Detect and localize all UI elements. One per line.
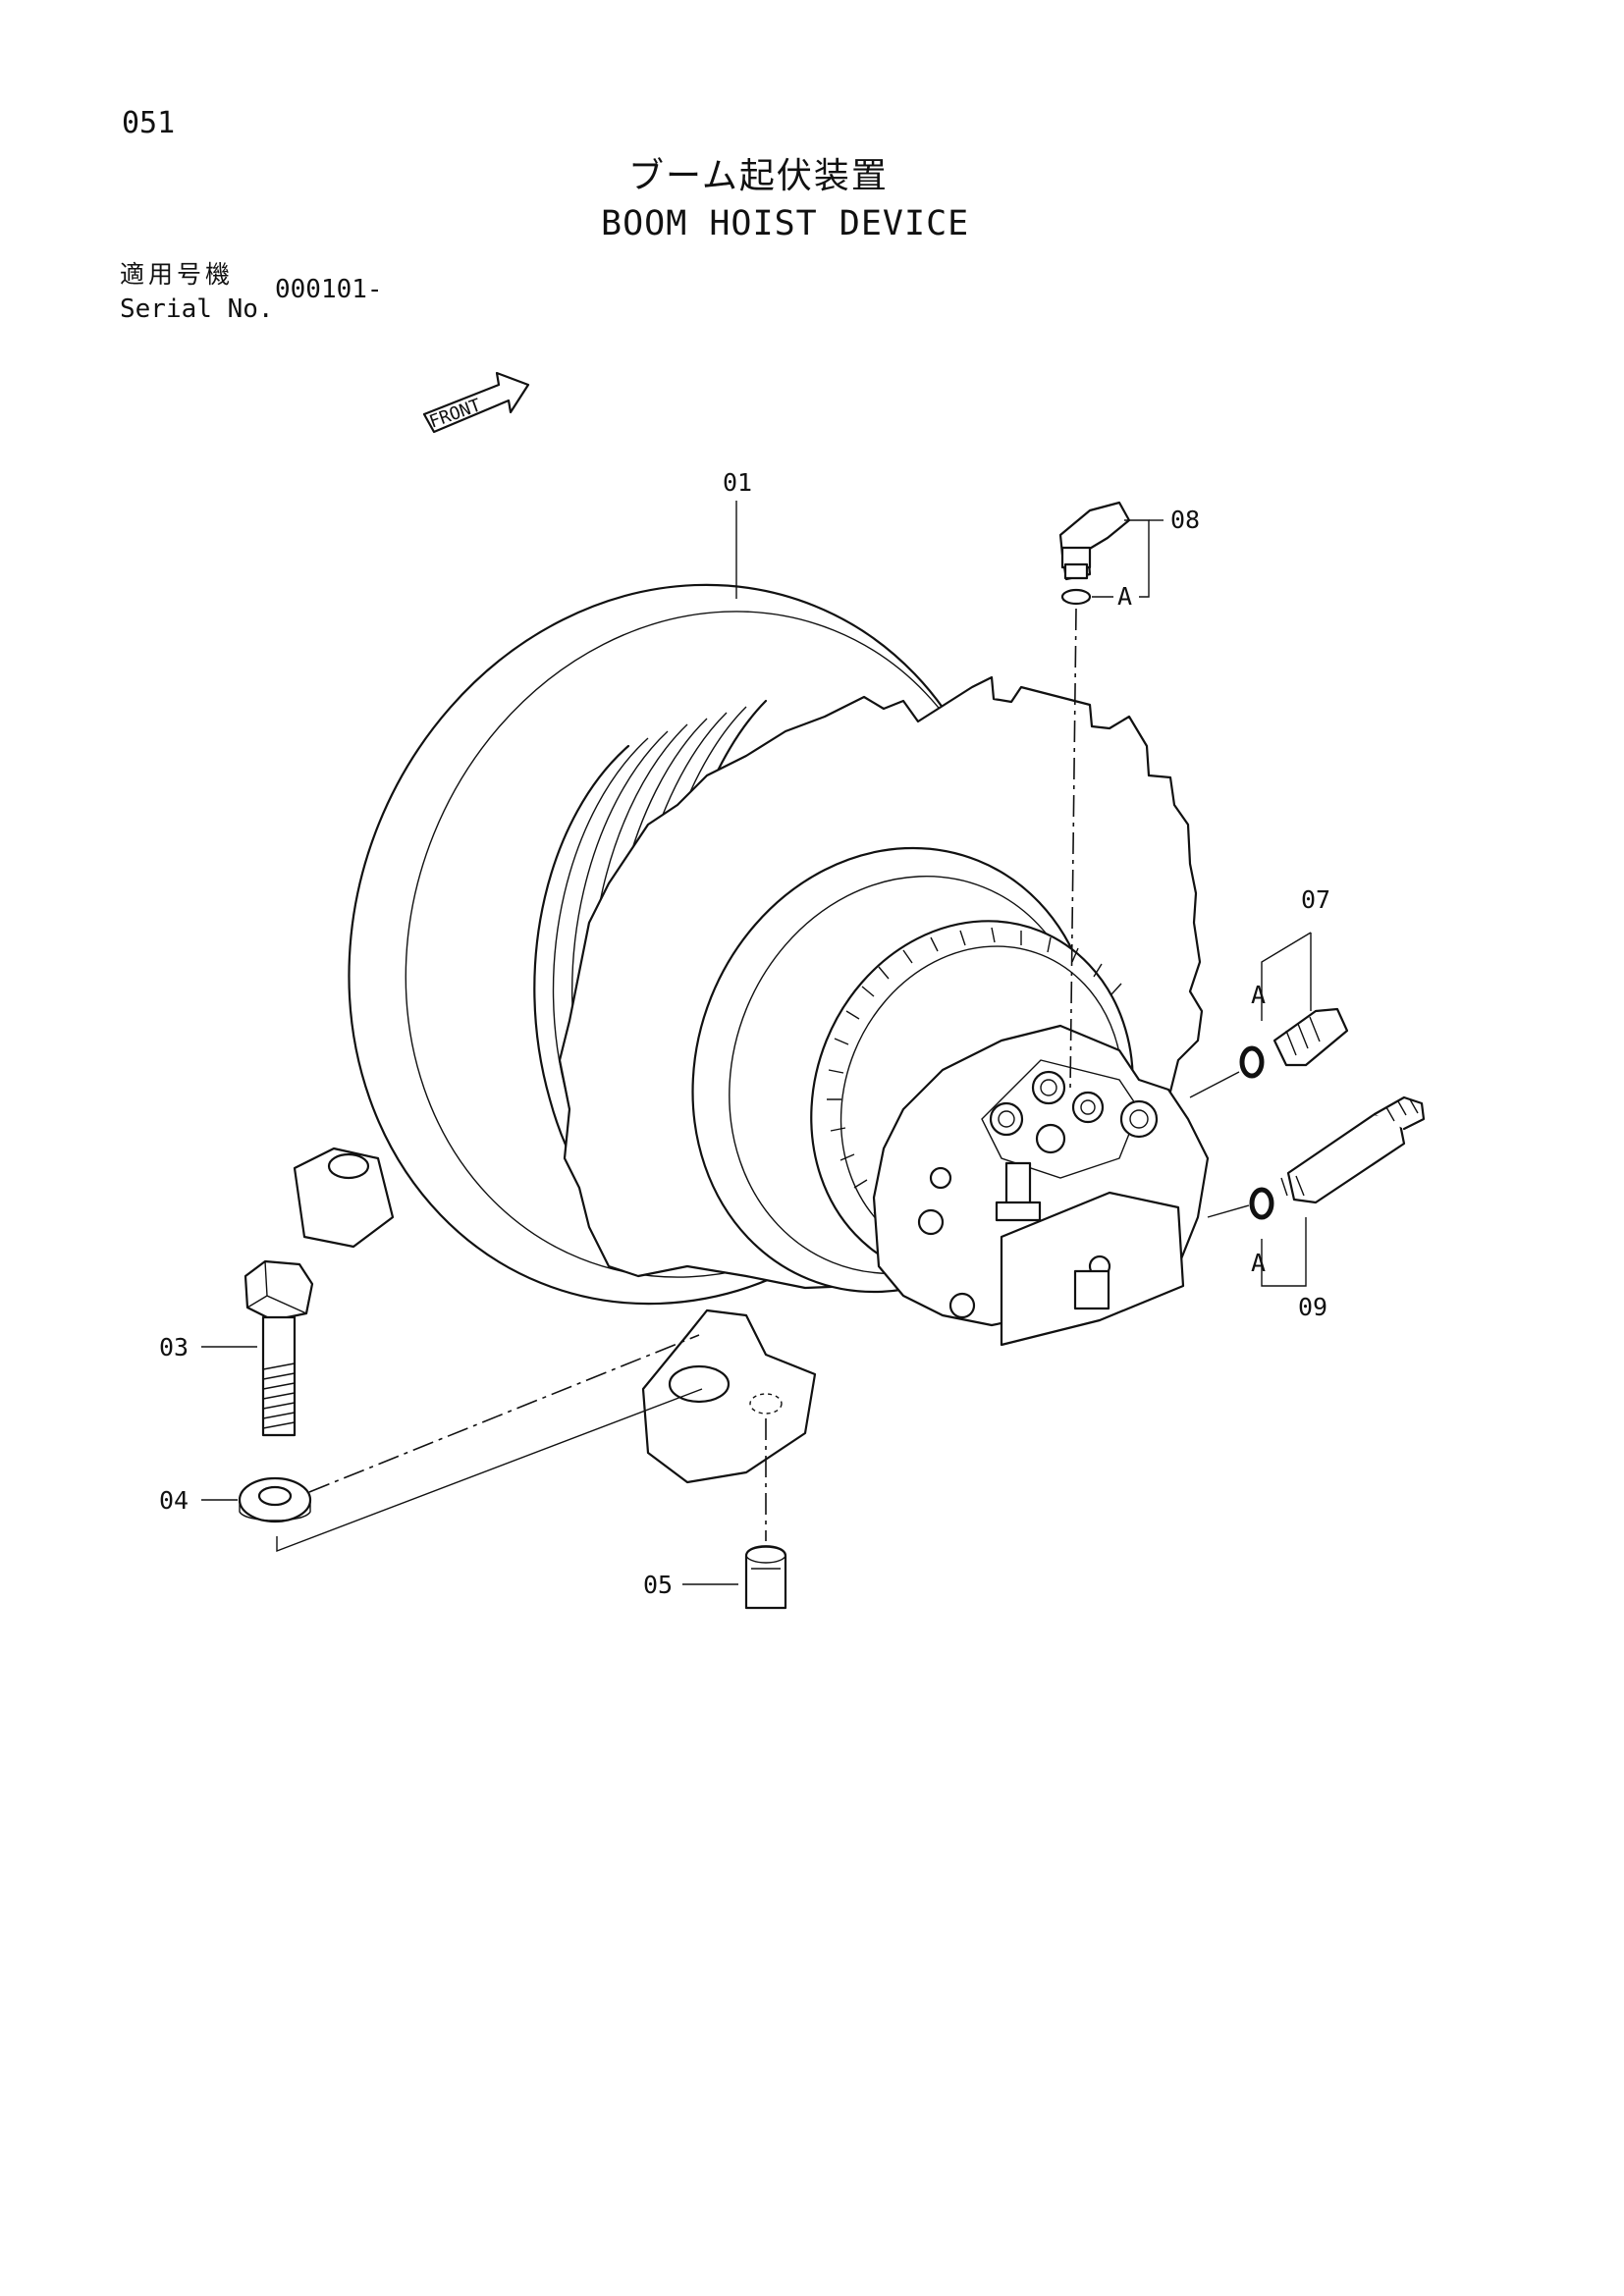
- callout-08: 08: [1170, 506, 1200, 534]
- callout-05: 05: [643, 1571, 673, 1599]
- front-arrow-label: FRONT: [427, 395, 484, 432]
- gear-teeth: [827, 927, 1122, 1234]
- part-04-washer: [238, 1476, 312, 1523]
- title-english: BOOM HOIST DEVICE: [601, 204, 970, 243]
- centerline-08: [1069, 608, 1077, 1091]
- leader-08: [1124, 519, 1150, 598]
- part-03-bolt: [244, 1259, 314, 1437]
- part-09-extension-nipple: [1280, 1095, 1426, 1204]
- page-number: 051: [122, 106, 176, 140]
- bolt-centerline: [308, 1334, 700, 1493]
- serial-value: 000101-: [275, 275, 383, 304]
- serial-label-english: Serial No.: [120, 294, 274, 324]
- bolt-reference-line: [276, 1388, 703, 1553]
- o-ring-07: [1239, 1045, 1265, 1079]
- o-ring-08: [1060, 588, 1092, 606]
- part-08-elbow-fitting: [1058, 501, 1131, 581]
- leader-09: [1261, 1217, 1307, 1287]
- callout-01: 01: [723, 468, 752, 497]
- callout-a-07: A: [1251, 981, 1266, 1009]
- leader-07: [1261, 932, 1312, 1021]
- callout-07: 07: [1301, 885, 1330, 914]
- callout-03: 03: [159, 1333, 189, 1362]
- o-ring-09: [1249, 1187, 1274, 1220]
- callout-a-09: A: [1251, 1249, 1266, 1277]
- hydraulic-motor-block: [872, 1024, 1210, 1347]
- part-05-pin: [744, 1545, 787, 1610]
- part-01-drum-assembly: [293, 583, 1210, 1484]
- callout-a-top: A: [1117, 582, 1132, 611]
- title-japanese: ブーム起伏装置: [628, 156, 889, 196]
- part-07-adapter-fitting: [1272, 1007, 1349, 1067]
- callout-04: 04: [159, 1486, 189, 1515]
- serial-label-japanese: 適用号機: [120, 260, 235, 289]
- callout-09: 09: [1298, 1293, 1327, 1321]
- front-arrow-icon: FRONT: [422, 371, 530, 434]
